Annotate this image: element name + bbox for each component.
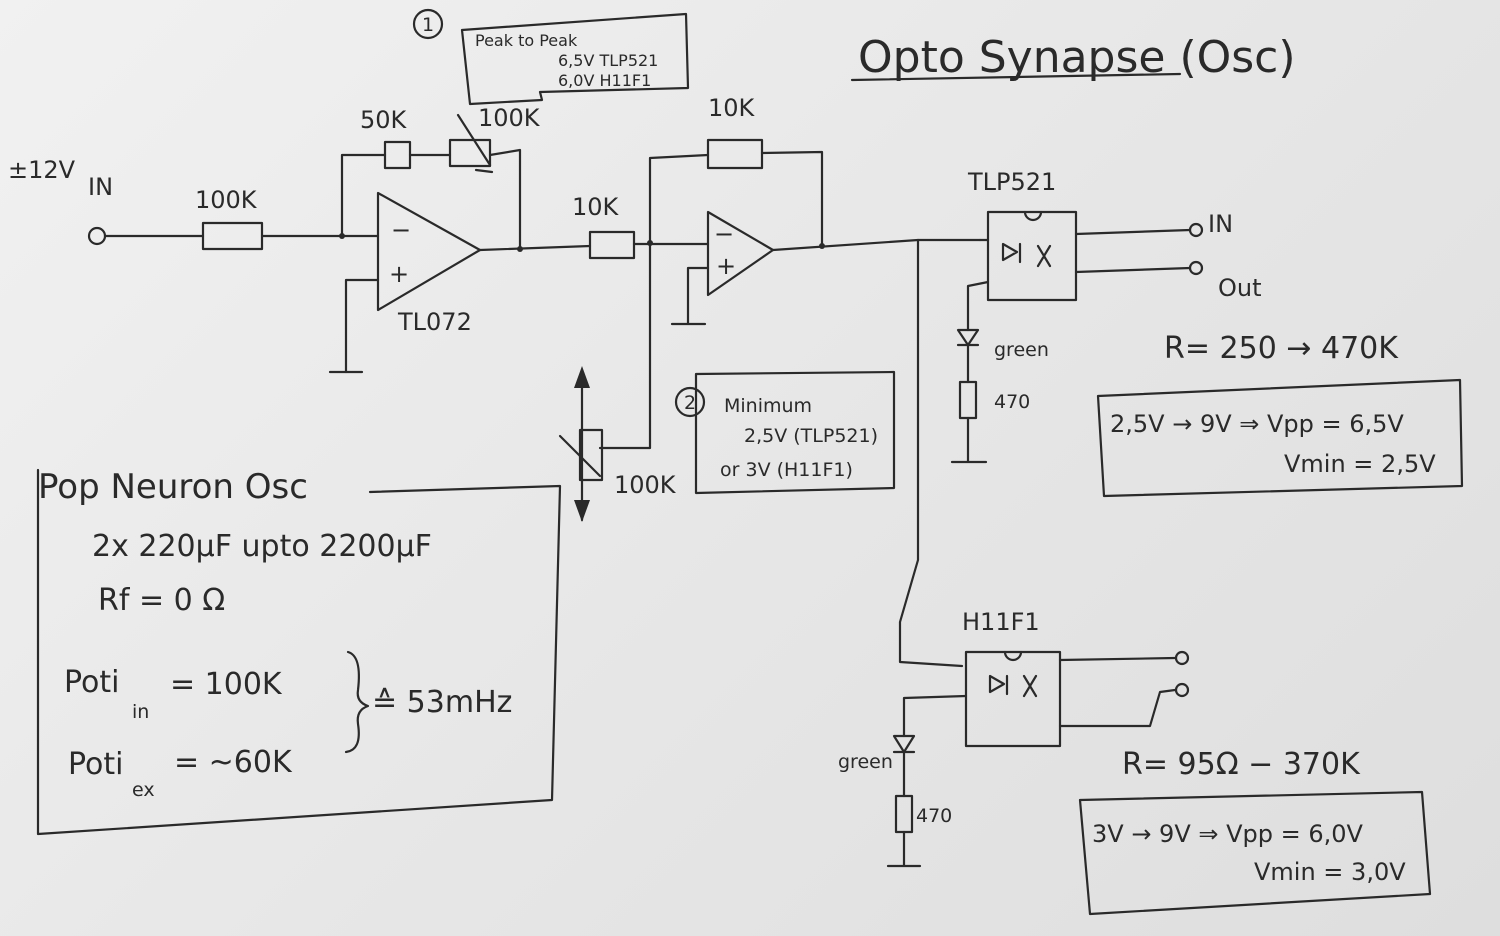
pop-title: Pop Neuron Osc [38,467,308,507]
opamp-1-plus: + [389,260,409,288]
feedback-1-potentiometer [448,138,492,168]
note-1-badge: 1 [422,14,434,36]
tlp-green-led [956,328,980,347]
tlp-led-label: green [994,339,1049,361]
offset-pot-label: 100K [614,471,677,499]
note-2-box [694,370,896,495]
h11-box-line1: 3V → 9V ⇒ Vpp = 6,0V [1092,820,1364,848]
tlp-led-wire [966,280,990,332]
opamp-1-name: TL072 [397,308,472,336]
input-resistor [201,221,264,251]
tlp-in-terminal[interactable] [1188,222,1204,238]
mid-resistor [588,230,636,260]
tlp-result-box [1096,378,1464,498]
note-1-badge-circle [412,8,444,40]
h11-terminal-1[interactable] [1174,650,1190,666]
note-2-line2: 2,5V (TLP521) [744,425,878,447]
tlp-box-line2: Vmin = 2,5V [1284,450,1436,478]
h11-result-box [1078,790,1432,916]
h11-output-wires [1058,656,1177,728]
pop-line3-sub: in [132,701,149,723]
opamp-2-output-wire [771,238,920,252]
feedback-2-resistor [706,138,764,170]
h11-package [964,650,1062,748]
offset-wire [598,241,652,450]
feedback-2-wire [648,150,824,247]
note-2-line1: Minimum [724,395,812,417]
tlp-resistor [958,380,978,420]
tlp-name: TLP521 [967,168,1056,196]
title-underline [850,72,1182,82]
opamp-1-plus-wire [344,278,380,374]
tlp-led-symbol [1001,242,1052,268]
note-1-line3: 6,0V H11F1 [558,71,651,90]
node-4 [819,243,825,249]
pop-line4: Poti [68,747,123,782]
h11-range: R= 95Ω − 370K [1122,747,1361,782]
note-1-line1: Peak to Peak [475,31,578,50]
mid-resistor-label: 10K [572,193,620,221]
tlp-out-terminal[interactable] [1188,260,1204,276]
h11-res-label: 470 [916,805,952,827]
tlp-out-label: Out [1218,274,1262,302]
opamp-2-plus: + [716,252,736,280]
tlp-box-line1: 2,5V → 9V ⇒ Vpp = 6,5V [1110,410,1404,438]
note-1-line2: 6,5V TLP521 [558,51,658,70]
tlp-range: R= 250 → 470K [1164,331,1399,366]
feedback-1-pot-label: 100K [478,104,541,132]
input-resistor-label: 100K [195,186,258,214]
note-1-box [460,12,690,106]
tlp-res-wire [950,343,988,464]
opamp-2-plus-ground [670,266,710,326]
pop-line1: 2x 220µF upto 2200µF [92,529,432,564]
pop-box [36,468,562,836]
pop-result: ≙ 53mHz [372,685,512,720]
tlp-in-label: IN [1208,210,1233,238]
offset-pot-wiper [558,434,602,478]
input-terminal [87,226,107,246]
opamp-1-minus: − [391,216,411,244]
pop-line4-value: = ~60K [174,745,293,780]
tlp-package [986,210,1078,302]
opamp-2-minus: − [714,220,734,248]
feedback-1-wire [340,148,522,252]
pop-line3-value: = 100K [170,667,283,702]
h11-led-wire [902,694,968,738]
node-2 [517,246,523,252]
h11-green-led [892,734,916,754]
supply-label: ±12V [8,156,76,184]
feedback-1-resistor-label: 50K [360,106,408,134]
h11-led-symbol [988,674,1038,698]
title: Opto Synapse (Osc) [858,32,1296,83]
pop-line2: Rf = 0 Ω [98,583,225,618]
pop-line3: Poti [64,665,119,700]
potentiometer-wiper [456,113,494,174]
feedback-2-resistor-label: 10K [708,94,756,122]
pop-line4-sub: ex [132,779,155,801]
pop-brace [344,650,370,754]
tlp-notch [1023,210,1043,222]
opamp-1 [376,191,482,312]
offset-potentiometer [578,428,604,482]
h11-box-line2: Vmin = 3,0V [1254,858,1406,886]
h11-led-label: green [838,751,893,773]
tlp-res-label: 470 [994,391,1030,413]
h11-notch [1003,650,1023,662]
h11-res-wire [886,750,922,868]
input-label: IN [88,173,113,201]
h11-resistor [894,794,914,834]
opamp-1-output-wire [478,244,592,252]
tlp-pins [978,228,1192,274]
feedback-1-resistor [383,140,412,170]
note-2-badge: 2 [684,392,696,414]
note-2-badge-circle [674,386,706,418]
h11-name: H11F1 [962,608,1040,636]
opamp-2 [706,210,775,297]
output-bus [898,238,982,668]
note-2-line3: or 3V (H11F1) [720,459,853,481]
h11-terminal-2[interactable] [1174,682,1190,698]
